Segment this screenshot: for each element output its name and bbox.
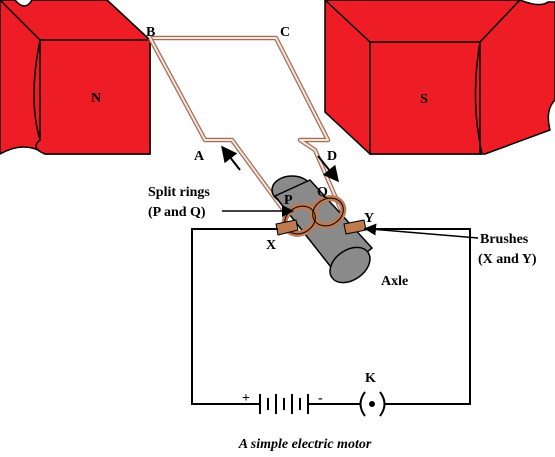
current-arrow-up [221,145,241,171]
current-arrow-down [317,155,339,183]
external-circuit [191,228,471,405]
brush-y-label: Y [364,211,374,226]
battery-minus-label: - [318,391,323,406]
plug-key: K [359,371,386,417]
ring-p-label: P [284,193,293,208]
battery: + - [242,391,323,414]
armature-coil: B C A D [146,25,345,214]
ring-q-label: Q [317,185,328,200]
split-rings-label-line2: (P and Q) [148,205,206,220]
coil-corner-c-label: C [280,25,290,40]
coil-corner-a-label: A [194,149,205,164]
coil-corner-b-label: B [146,25,155,40]
south-pole-label: S [420,92,428,107]
battery-plus-label: + [242,391,250,406]
brushes-label-line1: Brushes [480,232,529,247]
brushes-label-line2: (X and Y) [478,252,537,267]
figure-caption: A simple electric motor [238,437,372,452]
north-pole-label: N [91,91,101,106]
split-rings-callout: Split rings (P and Q) [148,185,294,220]
brushes-callout: Brushes (X and Y) [364,223,537,267]
key-label: K [365,371,376,386]
split-rings-label-line1: Split rings [148,185,210,200]
south-magnet: S [324,0,555,155]
coil-corner-d-label: D [327,149,337,164]
brush-x-label: X [266,238,276,253]
north-magnet: N [0,0,151,155]
axle-label: Axle [381,274,408,289]
